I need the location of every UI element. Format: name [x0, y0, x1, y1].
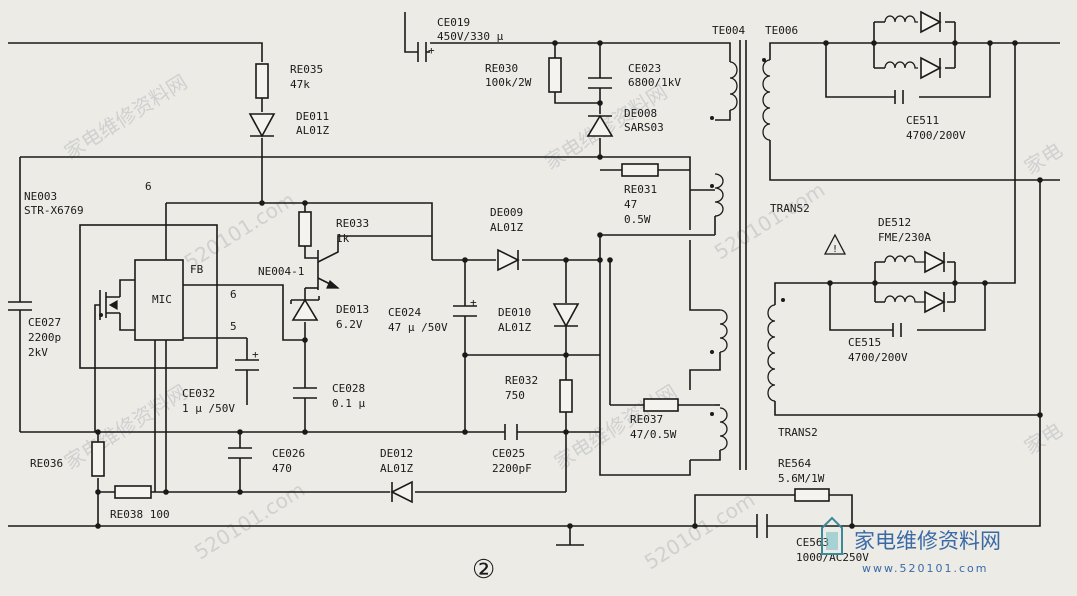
watermark: 520101.com	[710, 177, 829, 264]
ce027-value: 2200p	[28, 331, 61, 344]
logo-url: www.520101.com	[862, 562, 988, 575]
wires: + + +	[8, 10, 1060, 546]
re030-value: 100k/2W	[485, 76, 532, 89]
re038-resistor	[114, 485, 152, 499]
logo-text: 家电维修资料网	[854, 529, 1001, 553]
de512-value: FME/230A	[878, 231, 931, 244]
re036-resistor	[91, 441, 105, 477]
warning-mark: !	[832, 244, 838, 255]
polarity-mark: +	[428, 44, 435, 57]
trans2-label: TRANS2	[778, 426, 818, 439]
ce024-value: 47 μ /50V	[388, 321, 448, 334]
te006-label: TE006	[765, 24, 798, 37]
ce563-label: CE563	[796, 536, 829, 549]
watermark: 家电	[1020, 418, 1067, 460]
de011-value: AL01Z	[296, 124, 329, 137]
watermark: 520101.com	[180, 187, 299, 274]
ce032-value: 1 μ /50V	[182, 402, 235, 415]
re030-resistor	[548, 57, 562, 93]
watermark: 家电维修资料网	[60, 70, 191, 165]
ce025-value: 2200pF	[492, 462, 532, 475]
ce019-value: 450V/330 μ	[437, 30, 504, 43]
re564-value: 5.6M/1W	[778, 472, 825, 485]
re564-resistor	[794, 488, 830, 502]
ce511-value: 4700/200V	[906, 129, 966, 142]
polarity-mark: +	[252, 348, 259, 361]
watermark: 家电	[1020, 138, 1067, 180]
ce515-label: CE515	[848, 336, 881, 349]
re031-label: RE031	[624, 183, 657, 196]
resistors	[91, 57, 830, 502]
ce027-label: CE027	[28, 316, 61, 329]
junctions	[95, 40, 1043, 529]
ce032-label: CE032	[182, 387, 215, 400]
polarity-mark: +	[470, 296, 477, 309]
re030-label: RE030	[485, 62, 518, 75]
ce026-label: CE026	[272, 447, 305, 460]
re037-label: RE037	[630, 413, 663, 426]
re032-resistor	[559, 379, 573, 413]
re033-label: RE033	[336, 217, 369, 230]
trans2-label: TRANS2	[770, 202, 810, 215]
pin-label: 5	[230, 320, 237, 333]
ce563-value: 1000/AC250V	[796, 551, 869, 564]
ce028-value: 0.1 μ	[332, 397, 365, 410]
ce024-label: CE024	[388, 306, 421, 319]
warning-icon	[823, 233, 847, 255]
pin-label: 6	[230, 288, 237, 301]
de011-label: DE011	[296, 110, 329, 123]
re035-value: 47k	[290, 78, 310, 91]
de008-value: SARS03	[624, 121, 664, 134]
figure-number: ②	[472, 555, 495, 585]
re038-label: RE038 100	[110, 508, 170, 521]
re031-power: 0.5W	[624, 213, 651, 226]
logo-icon	[821, 516, 843, 555]
de013-value: 6.2V	[336, 318, 363, 331]
ce026-value: 470	[272, 462, 292, 475]
de512-label: DE512	[878, 216, 911, 229]
de012-value: AL01Z	[380, 462, 413, 475]
re033-resistor	[298, 211, 312, 247]
re032-label: RE032	[505, 374, 538, 387]
de012-label: DE012	[380, 447, 413, 460]
de008-label: DE008	[624, 107, 657, 120]
re033-value: 1k	[336, 232, 350, 245]
site-logo: 家电维修资料网 www.520101.com	[821, 516, 1001, 575]
watermark: 520101.com	[190, 477, 309, 564]
ce027-voltage: 2kV	[28, 346, 48, 359]
fb-label: FB	[190, 263, 204, 276]
ce023-value: 6800/1kV	[628, 76, 681, 89]
re035-label: RE035	[290, 63, 323, 76]
component-labels: CE019 450V/330 μ RE030 100k/2W CE023 680…	[24, 16, 966, 585]
re032-value: 750	[505, 389, 525, 402]
ce025-label: CE025	[492, 447, 525, 460]
re037-resistor	[643, 398, 679, 412]
de010-label: DE010	[498, 306, 531, 319]
de009-value: AL01Z	[490, 221, 523, 234]
re037-value: 47/0.5W	[630, 428, 677, 441]
re564-label: RE564	[778, 457, 811, 470]
ce515-value: 4700/200V	[848, 351, 908, 364]
watermark: 520101.com	[640, 487, 759, 574]
te004-label: TE004	[712, 24, 745, 37]
ne004-label: NE004-1	[258, 265, 304, 278]
ne003-value: STR-X6769	[24, 204, 84, 217]
re031-value: 47	[624, 198, 637, 211]
ce511-label: CE511	[906, 114, 939, 127]
re035-resistor	[255, 63, 269, 99]
ic-label: MIC	[152, 293, 172, 306]
de013-label: DE013	[336, 303, 369, 316]
de010-value: AL01Z	[498, 321, 531, 334]
ce028-label: CE028	[332, 382, 365, 395]
watermark: 家电维修资料网	[60, 380, 191, 475]
ce023-label: CE023	[628, 62, 661, 75]
de009-label: DE009	[490, 206, 523, 219]
ce019-label: CE019	[437, 16, 470, 29]
pin-label: 6	[145, 180, 152, 193]
re031-resistor	[621, 163, 659, 177]
ne003-label: NE003	[24, 190, 57, 203]
re036-label: RE036	[30, 457, 63, 470]
